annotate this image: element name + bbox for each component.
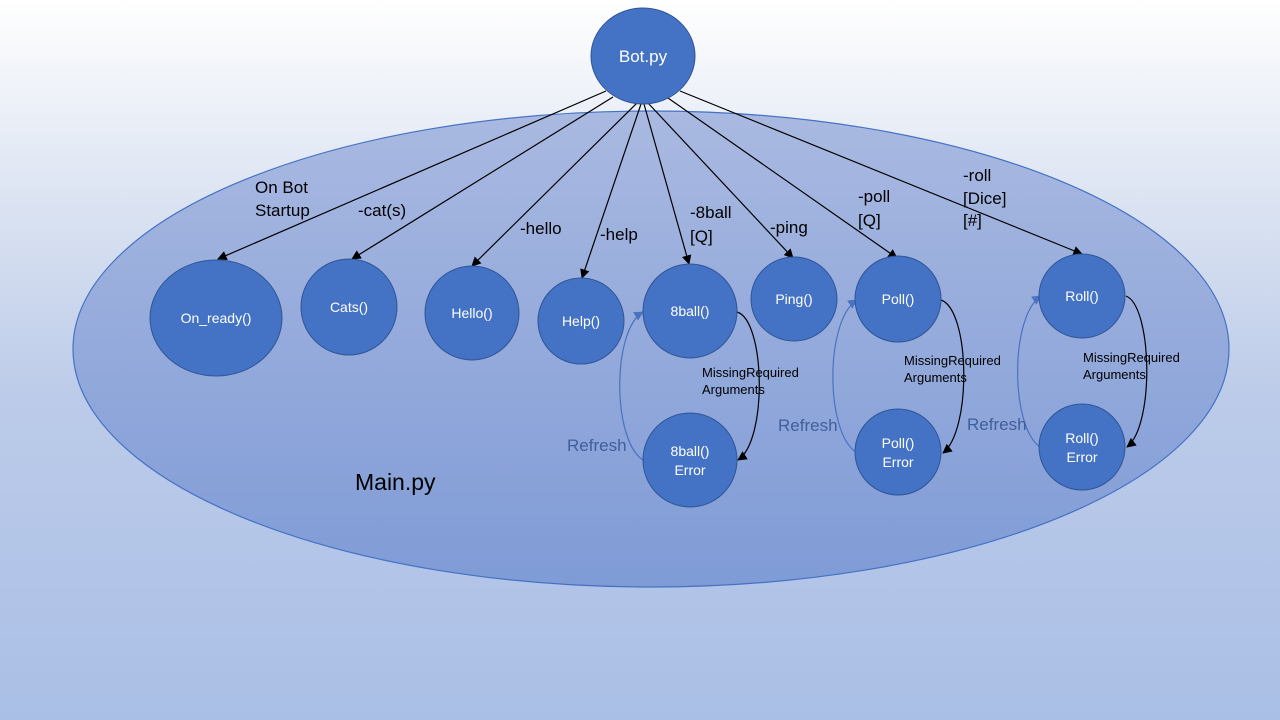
- 8ball-label: 8ball(): [671, 303, 710, 319]
- edge-roll: [679, 90, 1083, 256]
- poll-error-label-line1: Poll(): [882, 435, 915, 451]
- cats-node: [300, 258, 398, 356]
- error-label-poll-line2: Arguments: [904, 370, 967, 385]
- refresh-label-poll: Refresh: [778, 416, 838, 435]
- ping-label: Ping(): [775, 291, 812, 307]
- poll-node: [854, 255, 942, 343]
- poll-label: Poll(): [882, 291, 915, 307]
- edge-ping: [647, 102, 794, 259]
- edge-label-on-ready-line2: Startup: [255, 201, 310, 220]
- 8ball-error-label-line2: Error: [674, 462, 705, 478]
- on-ready-label: On_ready(): [181, 310, 252, 326]
- refresh-arrow-poll: [832, 299, 858, 453]
- edge-help: [580, 103, 642, 279]
- edge-cats: [351, 96, 614, 260]
- edge-label-poll-line2: [Q]: [858, 211, 881, 230]
- edge-label-cats: -cat(s): [358, 201, 406, 220]
- roll-error-label-line2: Error: [1066, 449, 1097, 465]
- hello-node: [424, 265, 520, 361]
- poll-error-node: [854, 408, 942, 496]
- edge-label-help: -help: [600, 225, 638, 244]
- 8ball-node: [642, 263, 738, 359]
- edge-on-ready: [217, 90, 607, 260]
- edge-label-on-ready-line1: On Bot: [255, 178, 308, 197]
- main-py-container: [72, 110, 1230, 588]
- roll-error-label-line1: Roll(): [1065, 430, 1098, 446]
- bot-py-node: [590, 7, 696, 105]
- error-label-roll-line2: Arguments: [1083, 367, 1146, 382]
- error-arrow-8ball: [736, 311, 760, 461]
- ping-node: [750, 256, 838, 342]
- bot-py-label: Bot.py: [619, 47, 668, 66]
- on-ready-node: [149, 259, 283, 377]
- edge-label-roll-line2: [Dice]: [963, 189, 1006, 208]
- roll-node: [1038, 253, 1126, 339]
- edge-label-8ball-line1: -8ball: [690, 203, 732, 222]
- edge-label-ping: -ping: [770, 218, 808, 237]
- roll-label: Roll(): [1065, 288, 1098, 304]
- refresh-arrow-roll: [1017, 295, 1042, 448]
- help-node: [537, 277, 625, 365]
- edge-label-hello: -hello: [520, 219, 562, 238]
- command-edges: [217, 90, 1083, 279]
- poll-error-label-line2: Error: [882, 454, 913, 470]
- edge-label-8ball-line2: [Q]: [690, 227, 713, 246]
- refresh-label-roll: Refresh: [967, 415, 1027, 434]
- error-label-poll-line1: MissingRequired: [904, 353, 1001, 368]
- edge-label-roll-line1: -roll: [963, 166, 991, 185]
- error-label-8ball-line1: MissingRequired: [702, 365, 799, 380]
- roll-error-node: [1038, 403, 1126, 491]
- edge-poll: [667, 97, 898, 259]
- 8ball-error-label-line1: 8ball(): [671, 443, 710, 459]
- help-label: Help(): [562, 313, 600, 329]
- edge-label-poll-line1: -poll: [858, 187, 890, 206]
- error-label-roll-line1: MissingRequired: [1083, 350, 1180, 365]
- main-py-label: Main.py: [355, 469, 436, 495]
- error-arrow-poll: [940, 299, 965, 454]
- error-arrow-roll: [1125, 295, 1148, 448]
- refresh-label-8ball: Refresh: [567, 436, 627, 455]
- edge-8ball: [643, 103, 692, 265]
- edge-label-roll-line3: [#]: [963, 211, 982, 230]
- error-label-8ball-line2: Arguments: [702, 382, 765, 397]
- refresh-arrow-8ball: [619, 311, 644, 461]
- hello-label: Hello(): [451, 305, 492, 321]
- edge-hello: [471, 102, 638, 267]
- cats-label: Cats(): [330, 299, 368, 315]
- 8ball-error-node: [642, 412, 738, 508]
